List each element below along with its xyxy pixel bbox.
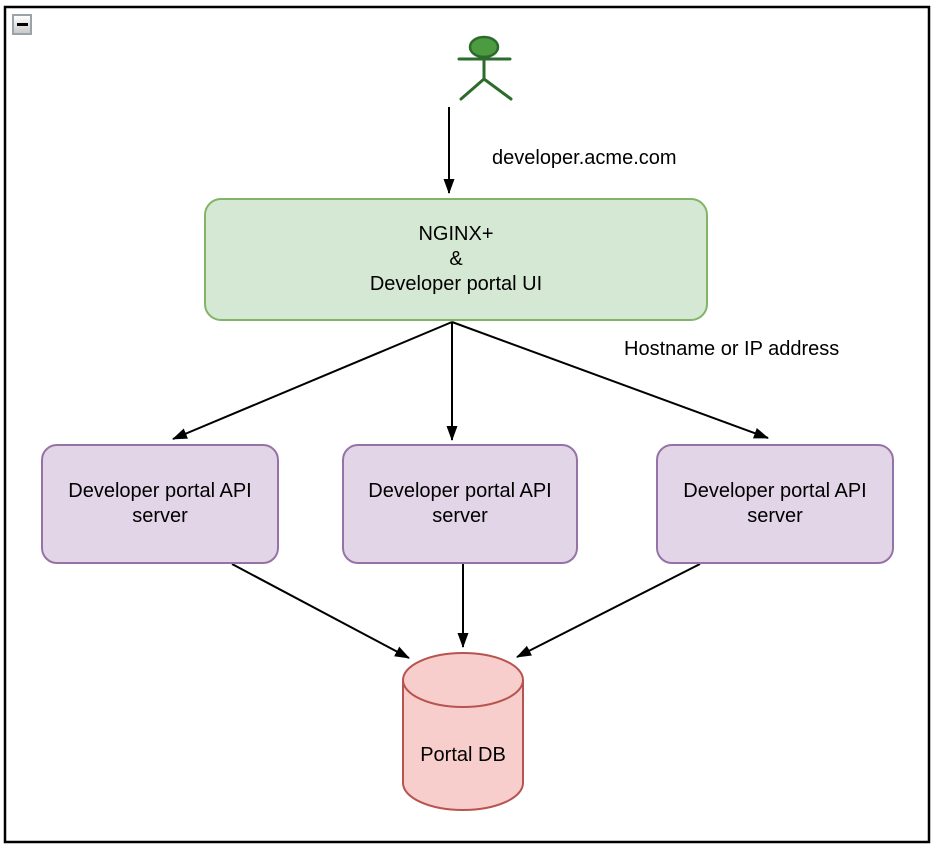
node-load-balancer[interactable] <box>204 198 708 321</box>
collapse-toggle-button[interactable] <box>12 14 32 35</box>
database-cylinder-cap <box>402 679 524 708</box>
edge-loadbalancer-to-api-1[interactable] <box>172 321 453 440</box>
edge-api-1-to-db[interactable] <box>231 563 410 659</box>
minus-icon <box>16 23 28 26</box>
edge-api-3-to-db[interactable] <box>516 563 701 658</box>
user-actor-shape[interactable] <box>457 35 513 101</box>
node-api-server-3[interactable] <box>656 444 894 564</box>
actor-head-icon <box>468 35 500 59</box>
node-database[interactable] <box>402 652 524 811</box>
database-cylinder-body <box>402 652 524 811</box>
node-api-server-2[interactable] <box>342 444 578 564</box>
actor-body-icon <box>457 55 513 101</box>
diagram-border <box>3 5 931 844</box>
edge-loadbalancer-to-api-3[interactable] <box>451 321 769 439</box>
node-api-server-1[interactable] <box>41 444 279 564</box>
